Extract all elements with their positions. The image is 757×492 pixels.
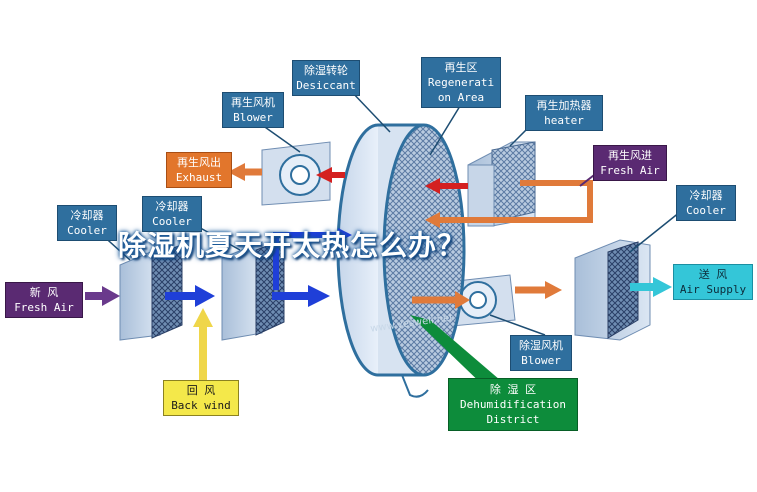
fresh-air-arrow — [85, 286, 120, 306]
regen-heater-unit — [467, 141, 536, 227]
regen-flow-arrows — [228, 163, 593, 309]
regen-blower-unit — [261, 141, 331, 206]
page-title: 除湿机夏天开太热怎么办？ — [118, 229, 467, 262]
dehum-district-pointer — [410, 315, 500, 392]
air-supply-arrow — [630, 277, 672, 297]
cooler-unit-right — [574, 239, 651, 341]
exhaust-flow-arrows — [316, 167, 468, 194]
desiccant-wheel — [336, 123, 466, 398]
cooler-unit-left — [119, 244, 183, 341]
back-wind-arrow — [193, 308, 213, 380]
process-flow-arrows — [165, 228, 352, 307]
